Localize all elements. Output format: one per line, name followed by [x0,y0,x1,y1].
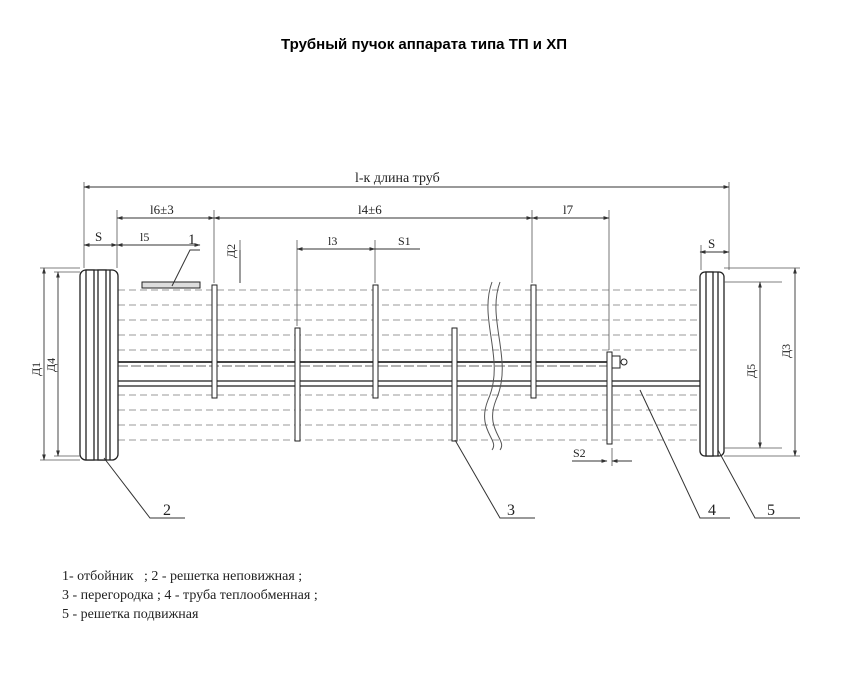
fixed-tube-sheet [79,269,119,461]
callout-4: 4 [708,502,716,519]
break-line [484,281,503,451]
baffle [372,284,379,399]
dim-l7: l7 [563,202,574,217]
dim-l5: l5 [140,230,149,244]
callout-3: 3 [507,502,515,519]
legend: 1- отбойник ; 2 - решетка неповижная ; 3… [62,567,318,624]
dim-d4: Д4 [44,358,58,372]
page-title: Трубный пучок аппарата типа ТП и ХП [281,36,567,53]
dim-d2: Д2 [224,244,238,258]
dim-total-length: l-к длина труб [355,171,440,186]
dim-l4: l4±6 [358,202,382,217]
dim-l3: l3 [328,234,337,248]
legend-line: 5 - решетка подвижная [62,607,199,622]
legend-line: 1- отбойник ; 2 - решетка неповижная ; [62,569,303,584]
baffle [211,284,218,399]
callout-5: 5 [767,502,775,519]
baffle [294,327,301,442]
dimension-lines [42,185,797,463]
callout-2: 2 [163,502,171,519]
extension-lines [40,182,800,466]
dim-d5: Д5 [744,364,758,378]
legend-line: 3 - перегородка ; 4 - труба теплообменна… [62,588,318,603]
dim-d1: Д1 [29,362,43,376]
baffles [211,284,537,442]
dim-s-left: S [95,229,102,244]
leader-lines [103,249,800,519]
movable-tube-sheet [699,271,725,457]
dim-s-right: S [708,236,715,251]
dim-s2: S2 [573,446,586,460]
deflector-plate [141,281,201,289]
baffle [451,327,458,442]
dim-d3: Д3 [779,344,793,358]
callout-1: 1 [188,232,196,248]
dim-s1: S1 [398,234,411,248]
tie-rod-nut [606,351,628,445]
baffle [530,284,537,399]
dim-l6: l6±3 [150,202,174,217]
tube-bundle [118,289,700,441]
